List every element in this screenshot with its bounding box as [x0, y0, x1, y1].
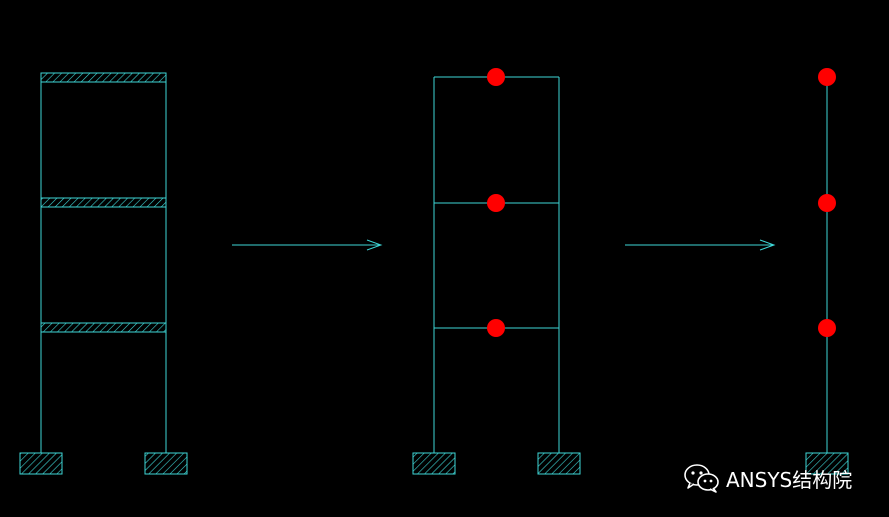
- lumped-masses: [487, 68, 505, 337]
- arrow-head: [366, 239, 383, 251]
- watermark: ANSYS结构院: [684, 460, 852, 496]
- stick-model-figure: [805, 77, 849, 475]
- arrow-1: [232, 239, 383, 251]
- slab-floor-2: [40, 197, 167, 208]
- fixed-support-icon: [19, 452, 63, 475]
- lumped-mass-floor-1: [487, 319, 505, 337]
- slab-floor-1: [40, 322, 167, 333]
- slab-roof: [40, 72, 167, 83]
- arrow-2: [625, 239, 776, 251]
- frame-figure: [19, 72, 188, 475]
- fixed-support-icon: [537, 452, 581, 475]
- lumped-mass-roof: [487, 68, 505, 86]
- wechat-icon: [684, 464, 719, 493]
- lumped-mass-bottom: [818, 319, 836, 337]
- fixed-support-icon: [144, 452, 188, 475]
- fixed-support-icon: [412, 452, 456, 475]
- watermark-text: ANSYS结构院: [726, 467, 853, 492]
- lumped-frame-figure: [412, 76, 581, 475]
- lumped-mass-middle: [818, 194, 836, 212]
- lumped-mass-top: [818, 68, 836, 86]
- lumped-mass-floor-2: [487, 194, 505, 212]
- fixed-support-icon: [805, 452, 849, 475]
- stick-masses: [818, 68, 836, 337]
- arrow-head: [759, 239, 776, 251]
